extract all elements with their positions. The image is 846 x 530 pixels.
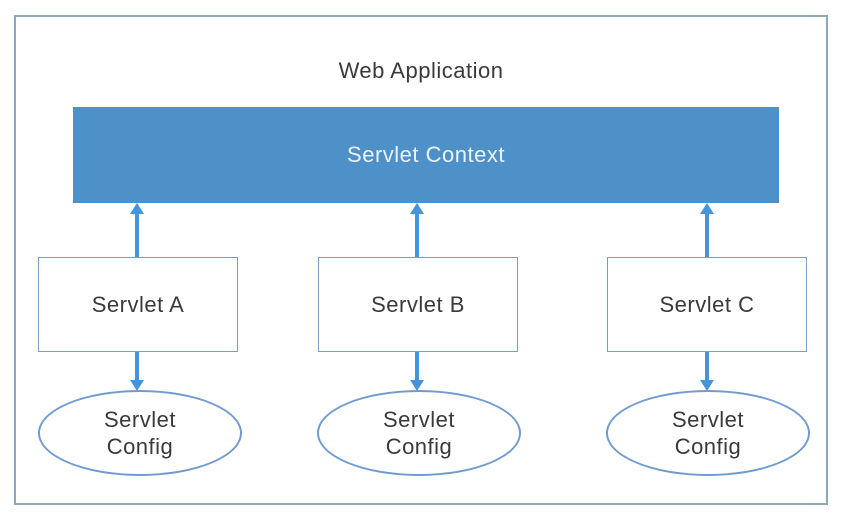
servlet-b-config-ellipse: Servlet Config	[317, 390, 521, 476]
arrow-servlet-a-to-context	[135, 213, 139, 257]
arrow-down-icon	[130, 380, 144, 391]
diagram-title: Web Application	[338, 58, 504, 83]
servlet-a-config-ellipse: Servlet Config	[38, 390, 242, 476]
arrow-servlet-b-to-config	[415, 352, 419, 381]
arrow-servlet-c-to-config	[705, 352, 709, 381]
servlet-b-config-label: Servlet Config	[383, 407, 455, 459]
arrow-up-icon	[410, 203, 424, 214]
servlet-c-config-label: Servlet Config	[672, 407, 744, 459]
servlet-a-label: Servlet A	[91, 291, 185, 317]
web-application-frame: Web Application Servlet Context Servlet …	[14, 15, 828, 505]
servlet-a-box: Servlet A	[38, 257, 238, 352]
servlet-c-label: Servlet C	[659, 291, 755, 317]
arrow-servlet-a-to-config	[135, 352, 139, 381]
arrow-servlet-c-to-context	[705, 213, 709, 257]
arrow-down-icon	[410, 380, 424, 391]
servlet-a-config-label: Servlet Config	[104, 407, 176, 459]
arrow-down-icon	[700, 380, 714, 391]
servlet-b-box: Servlet B	[318, 257, 518, 352]
servlet-context-bar: Servlet Context	[73, 107, 779, 203]
servlet-c-box: Servlet C	[607, 257, 807, 352]
servlet-c-config-ellipse: Servlet Config	[606, 390, 810, 476]
arrow-up-icon	[700, 203, 714, 214]
arrow-up-icon	[130, 203, 144, 214]
arrow-servlet-b-to-context	[415, 213, 419, 257]
servlet-context-label: Servlet Context	[347, 142, 505, 167]
servlet-b-label: Servlet B	[371, 291, 465, 317]
